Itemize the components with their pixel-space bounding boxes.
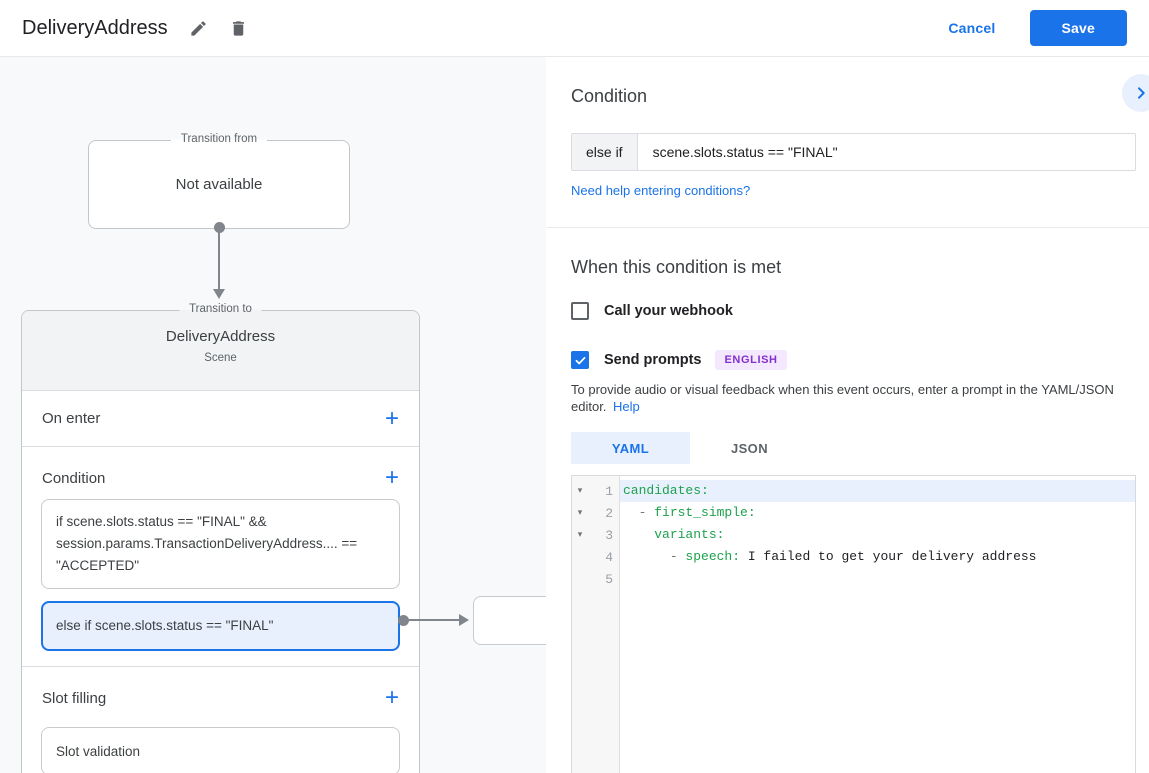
send-prompts-row: Send prompts ENGLISH	[571, 350, 1136, 370]
editor-gutter-row: ▾3	[572, 524, 619, 546]
transition-from-content: Not available	[175, 176, 263, 193]
add-slot-icon[interactable]: +	[384, 684, 399, 711]
editor-code-line[interactable]	[620, 568, 1135, 590]
condition-section-label: Condition	[42, 469, 106, 487]
transition-from-legend: Transition from	[170, 133, 268, 145]
editor-code-line[interactable]: - first_simple:	[638, 505, 756, 520]
editor-format-tabs: YAML JSON	[571, 432, 1136, 464]
editor-code[interactable]: candidates: - first_simple: variants: - …	[620, 476, 1135, 773]
webhook-row: Call your webhook	[571, 302, 1136, 320]
chevron-right-icon	[1138, 87, 1145, 99]
condition-else-if-box[interactable]: else if scene.slots.status == "FINAL"	[41, 601, 400, 651]
call-webhook-label: Call your webhook	[604, 303, 733, 319]
language-badge: ENGLISH	[715, 350, 787, 370]
slot-validation-box[interactable]: Slot validation	[41, 727, 400, 773]
scene-name: DeliveryAddress	[165, 328, 276, 345]
condition-expression-input[interactable]: scene.slots.status == "FINAL"	[652, 144, 838, 160]
fold-arrow-icon[interactable]: ▾	[577, 530, 583, 540]
slot-filling-section: Slot filling + Slot validation Transacti…	[22, 667, 419, 773]
page-title: DeliveryAddress	[22, 16, 168, 39]
scene-card-header[interactable]: DeliveryAddress Scene	[22, 311, 419, 391]
transition-target-box[interactable]	[473, 596, 546, 645]
line-number: 1	[605, 483, 613, 499]
add-on-enter-icon[interactable]: +	[384, 404, 399, 432]
tab-json[interactable]: JSON	[690, 432, 809, 464]
call-webhook-checkbox[interactable]	[571, 302, 589, 320]
connector-line-vertical	[218, 227, 220, 290]
fold-arrow-icon[interactable]: ▾	[577, 486, 583, 496]
editor-code-line[interactable]: variants:	[654, 527, 725, 542]
collapse-panel-button[interactable]	[1122, 74, 1149, 112]
send-prompts-checkbox[interactable]	[571, 351, 589, 369]
send-prompts-label: Send prompts	[604, 352, 702, 368]
prompt-description-text: To provide audio or visual feedback when…	[571, 382, 1114, 414]
top-bar: DeliveryAddress Cancel Save	[0, 0, 1149, 57]
prompt-description: To provide audio or visual feedback when…	[571, 381, 1136, 415]
edit-icon[interactable]	[188, 17, 210, 39]
checkmark-icon	[575, 356, 585, 364]
condition-input-row: else if scene.slots.status == "FINAL"	[571, 133, 1136, 171]
tab-yaml[interactable]: YAML	[571, 432, 690, 464]
condition-edit-panel: Condition else if scene.slots.status == …	[546, 57, 1149, 773]
add-condition-icon[interactable]: +	[384, 464, 399, 491]
condition-help-link[interactable]: Need help entering conditions?	[571, 183, 751, 198]
editor-gutter-row: ▾1	[572, 480, 619, 502]
when-condition-met-title: When this condition is met	[571, 257, 782, 277]
slot-filling-label: Slot filling	[42, 689, 107, 707]
condition-prefix-label: else if	[572, 134, 638, 170]
connector-arrowhead-right	[459, 614, 469, 626]
condition-section: Condition + if scene.slots.status == "FI…	[22, 447, 419, 667]
editor-code-line[interactable]: - speech: I failed to get your delivery …	[669, 549, 1037, 564]
transition-from-box: Transition from Not available	[88, 133, 350, 229]
editor-gutter-row: ▾2	[572, 502, 619, 524]
condition-if-box[interactable]: if scene.slots.status == "FINAL" && sess…	[41, 499, 400, 589]
connector-dot-top[interactable]	[214, 222, 225, 233]
scene-type-label: Scene	[204, 352, 237, 364]
editor-gutter-row: 5	[572, 568, 619, 590]
line-number: 5	[605, 571, 613, 587]
panel-title: Condition	[571, 86, 648, 106]
line-number: 4	[605, 549, 613, 565]
fold-arrow-icon[interactable]: ▾	[577, 508, 583, 518]
connector-dot-right[interactable]	[398, 615, 409, 626]
connector-arrowhead-down	[213, 289, 225, 299]
scene-card: Transition to DeliveryAddress Scene On e…	[21, 303, 420, 773]
editor-gutter-row: 4	[572, 546, 619, 568]
delete-icon[interactable]	[228, 17, 250, 39]
connector-line-horizontal	[404, 619, 461, 621]
cancel-button[interactable]: Cancel	[930, 11, 1013, 45]
transition-to-legend: Transition to	[179, 303, 262, 315]
panel-divider	[546, 227, 1149, 228]
scene-diagram-panel: Transition from Not available Transition…	[0, 57, 546, 773]
line-number: 3	[605, 527, 613, 543]
on-enter-label: On enter	[42, 410, 101, 427]
save-button[interactable]: Save	[1029, 10, 1127, 46]
editor-code-line[interactable]: candidates:	[620, 480, 1135, 502]
line-number: 2	[605, 505, 613, 521]
on-enter-row[interactable]: On enter +	[22, 391, 419, 447]
prompt-help-link[interactable]: Help	[613, 399, 640, 414]
